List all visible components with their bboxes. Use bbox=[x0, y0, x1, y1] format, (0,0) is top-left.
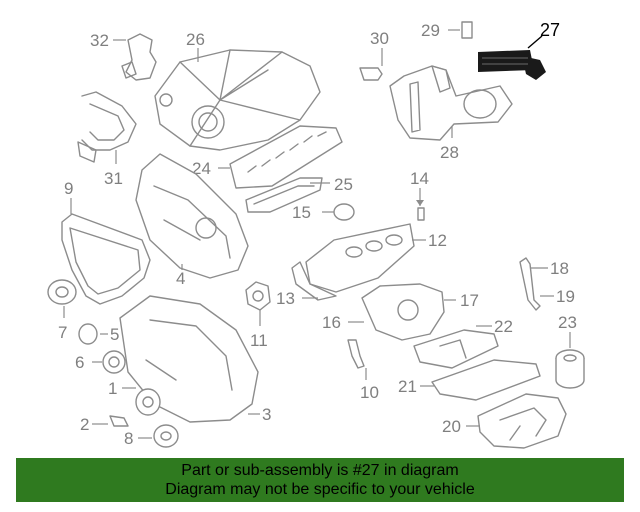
part-18-dipstick bbox=[519, 257, 541, 311]
callout-2[interactable]: 2 bbox=[80, 415, 89, 434]
callout-12[interactable]: 12 bbox=[428, 231, 447, 250]
callout-24[interactable]: 24 bbox=[192, 159, 211, 178]
part-32-hose-fitting bbox=[121, 33, 157, 81]
part-4-timing-cover bbox=[135, 153, 249, 279]
callout-11[interactable]: 11 bbox=[250, 331, 268, 350]
callout-21[interactable]: 21 bbox=[398, 377, 417, 396]
callout-28[interactable]: 28 bbox=[440, 143, 459, 162]
part-22-oil-pan bbox=[413, 329, 499, 369]
callout-16[interactable]: 16 bbox=[322, 313, 341, 332]
callout-4[interactable]: 4 bbox=[176, 269, 185, 288]
callout-9[interactable]: 9 bbox=[64, 179, 73, 198]
part-23-oil-filter bbox=[555, 349, 585, 389]
part-9-timing-belt bbox=[61, 213, 151, 305]
part-13-gasket bbox=[291, 261, 337, 301]
info-banner: Part or sub-assembly is #27 in diagram D… bbox=[16, 458, 624, 502]
callout-1[interactable]: 1 bbox=[108, 379, 117, 398]
callout-5[interactable]: 5 bbox=[110, 325, 119, 344]
part-14-stud bbox=[417, 207, 425, 221]
callout-7[interactable]: 7 bbox=[58, 323, 67, 342]
callout-31[interactable]: 31 bbox=[104, 169, 123, 188]
part-30-bolt bbox=[359, 67, 383, 81]
part-11-idler bbox=[245, 281, 271, 311]
part-25-gasket bbox=[245, 177, 323, 213]
part-12-valve-cover bbox=[305, 223, 415, 293]
banner-line-2: Diagram may not be specific to your vehi… bbox=[165, 481, 475, 498]
callout-8[interactable]: 8 bbox=[124, 429, 133, 448]
callout-15[interactable]: 15 bbox=[292, 203, 311, 222]
part-1-crank-gear bbox=[135, 388, 161, 416]
part-8-sprocket bbox=[153, 424, 179, 448]
callout-3[interactable]: 3 bbox=[262, 405, 271, 424]
part-28-housing bbox=[389, 65, 513, 141]
callout-20[interactable]: 20 bbox=[442, 417, 461, 436]
part-20-lower-pan bbox=[477, 393, 567, 449]
callout-30[interactable]: 30 bbox=[370, 29, 389, 48]
callout-14[interactable]: 14 bbox=[410, 169, 429, 188]
part-7-pulley bbox=[47, 279, 77, 305]
part-15-cap bbox=[333, 203, 355, 221]
callout-10[interactable]: 10 bbox=[360, 383, 379, 402]
callout-32[interactable]: 32 bbox=[90, 31, 109, 50]
callout-22[interactable]: 22 bbox=[494, 317, 513, 336]
part-2-bolt bbox=[109, 415, 129, 427]
part-21-pan-gasket bbox=[431, 359, 541, 401]
part-31-hose bbox=[77, 91, 137, 163]
part-24-rocker-assembly bbox=[229, 125, 343, 189]
part-5-seal bbox=[78, 323, 98, 345]
callout-13[interactable]: 13 bbox=[276, 289, 295, 308]
callout-6[interactable]: 6 bbox=[75, 353, 84, 372]
callout-17[interactable]: 17 bbox=[460, 291, 479, 310]
part-10-tube bbox=[347, 339, 365, 369]
callout-29[interactable]: 29 bbox=[421, 21, 440, 40]
part-17-oil-pump bbox=[361, 283, 445, 341]
banner-line-1: Part or sub-assembly is #27 in diagram bbox=[181, 462, 459, 479]
part-6-gear bbox=[102, 350, 126, 374]
part-29-fitting bbox=[461, 21, 473, 39]
callout-26[interactable]: 26 bbox=[186, 30, 205, 49]
callout-19[interactable]: 19 bbox=[556, 287, 575, 306]
engine-parts-diagram: 32 26 31 24 25 9 4 bbox=[47, 20, 585, 449]
part-27-oil-cooler bbox=[478, 50, 546, 80]
callout-25[interactable]: 25 bbox=[334, 175, 353, 194]
part-26-intake-manifold bbox=[154, 49, 321, 151]
callout-23[interactable]: 23 bbox=[558, 313, 577, 332]
callout-18[interactable]: 18 bbox=[550, 259, 569, 278]
callout-27[interactable]: 27 bbox=[540, 20, 560, 40]
